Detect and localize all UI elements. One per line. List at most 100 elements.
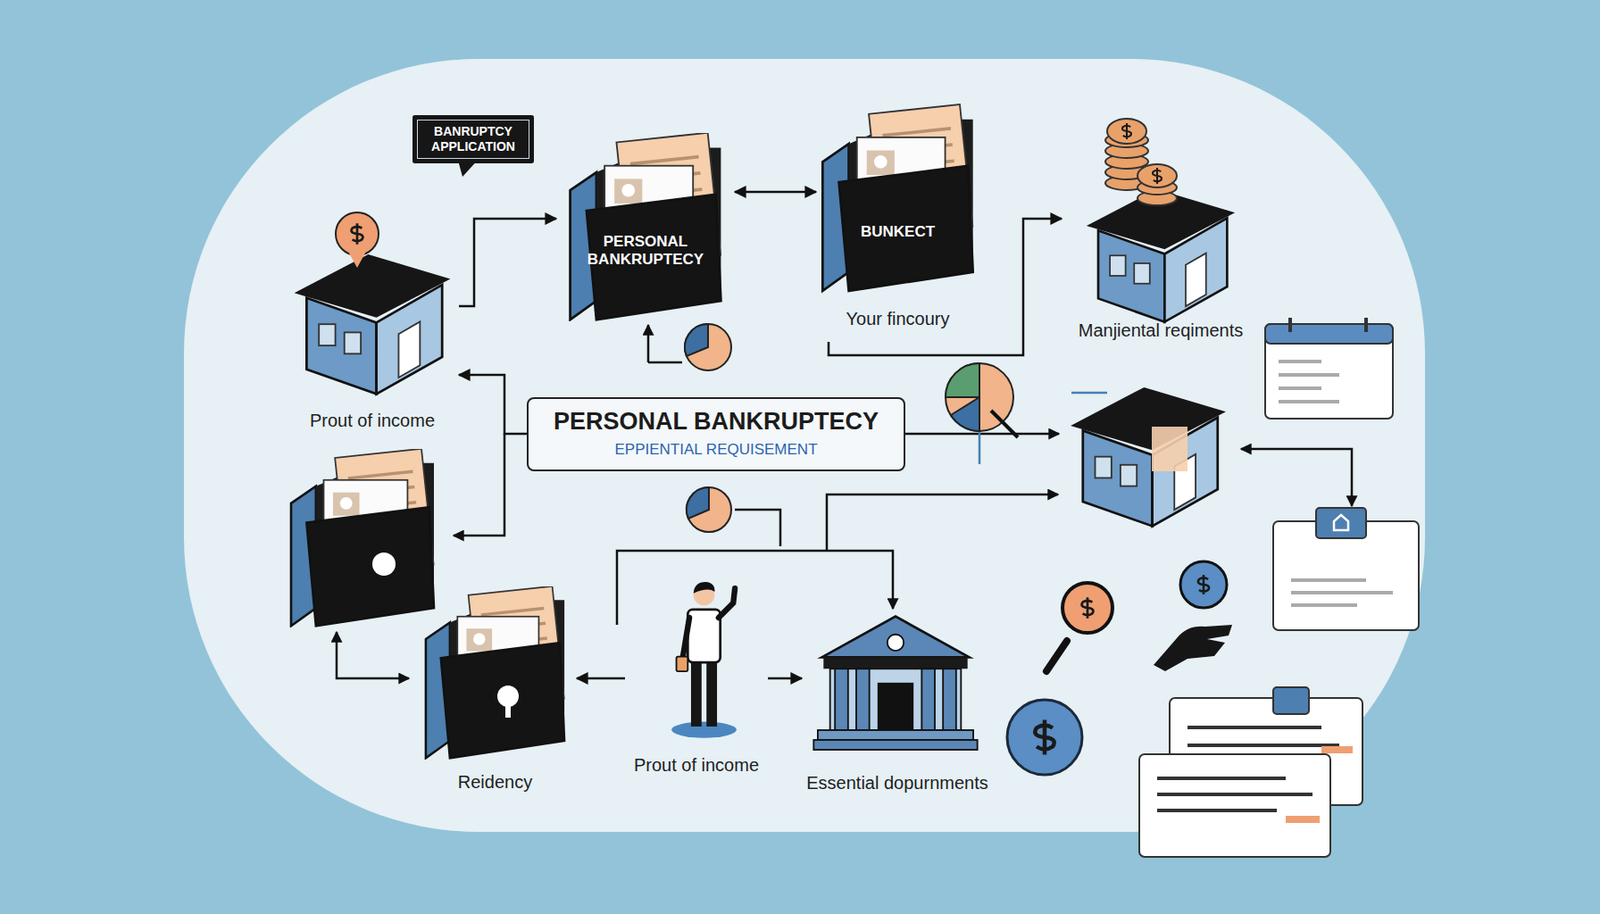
calendar-card	[1278, 361, 1340, 402]
folder-node: Reidency	[413, 586, 577, 796]
house-node: Prout of income	[285, 208, 459, 438]
background-panel	[183, 58, 1425, 833]
layout-lines	[1241, 449, 1352, 507]
pie-chart	[686, 487, 709, 519]
dollar-coin-icon	[1007, 700, 1083, 775]
pie-chart	[991, 410, 1018, 438]
house-icon	[1122, 123, 1132, 140]
icon-caption: Reidency	[458, 772, 533, 793]
pie-chart	[950, 397, 980, 432]
layout-lines	[336, 632, 409, 679]
connector-arrow	[767, 677, 802, 681]
document-stack	[1285, 816, 1320, 824]
icon-caption: Your fincoury	[846, 308, 950, 330]
house-icon	[294, 254, 451, 394]
hand-coin-icon	[1153, 625, 1233, 672]
hand-coin-icon	[1198, 575, 1209, 595]
document-card	[1316, 508, 1367, 539]
icon-caption: Essential dopurnments	[806, 773, 988, 794]
layout-lines	[647, 325, 650, 363]
document-stack	[1187, 727, 1340, 746]
house-icon	[346, 248, 368, 268]
pie-chart	[684, 324, 732, 371]
calendar-card	[1265, 317, 1393, 419]
layout-lines	[616, 550, 893, 625]
background-panel	[183, 58, 1425, 833]
pie-chart	[686, 487, 732, 533]
layout-lines	[1071, 391, 1108, 395]
document-stack	[1321, 746, 1353, 754]
magnifier-icon	[1046, 583, 1113, 672]
house-node: Manjiental reqiments	[1061, 122, 1260, 346]
house-icon	[1086, 189, 1235, 323]
house-icon	[1137, 164, 1177, 188]
document-card	[1333, 515, 1349, 531]
magnifier-icon	[1046, 641, 1067, 672]
connector-arrow	[458, 375, 527, 434]
house-icon	[1152, 167, 1162, 184]
folder-icon	[372, 552, 396, 576]
house-icon	[294, 212, 451, 394]
pie-chart	[945, 363, 1018, 438]
folder-icon	[822, 104, 973, 292]
box-text: BANRUPTCY APPLICATION	[423, 124, 524, 155]
pie-chart	[684, 324, 709, 357]
connector-arrow	[828, 218, 1062, 356]
title-box: PERSONAL BANKRUPTECY EPPIENTIAL REQUISEME…	[526, 397, 906, 472]
bank-node: Essential dopurnments	[801, 612, 993, 796]
hand-coin-icon	[1153, 561, 1233, 672]
folder-node: BUNKECT Your fincoury	[816, 96, 980, 342]
layout-lines	[734, 509, 781, 547]
person-node: Prout of income	[625, 576, 768, 792]
icon-caption: BUNKECT	[860, 223, 935, 242]
speech-bubble: BANRUPTCY APPLICATION	[412, 115, 534, 164]
pie-chart	[945, 363, 980, 398]
folder-icon	[570, 133, 722, 320]
pie-chart	[684, 324, 732, 371]
connector-arrow	[458, 218, 557, 307]
folder-icon	[570, 133, 722, 320]
folder-icon	[425, 586, 565, 759]
folder-icon	[822, 104, 973, 292]
icon-caption: Prout of income	[309, 410, 435, 432]
folder-icon	[425, 586, 565, 759]
house-icon	[1105, 118, 1177, 206]
box-text: EPPIENTIAL REQUISEMENT	[615, 441, 818, 459]
document-card	[1273, 508, 1419, 631]
folder-node: PERSONAL BANKRUPTECY	[556, 133, 735, 322]
document-card	[1291, 580, 1393, 606]
document-stack	[1139, 687, 1363, 858]
magnifier-icon	[1062, 583, 1113, 634]
dollar-coin-icon	[1007, 700, 1083, 775]
layout-lines	[903, 433, 1059, 436]
folder-icon	[291, 449, 434, 627]
person-icon	[671, 582, 737, 739]
house-icon	[1070, 387, 1226, 527]
icon-caption: Manjiental reqiments	[1078, 320, 1244, 342]
layout-lines	[648, 361, 683, 365]
layout-lines	[453, 433, 505, 536]
house-icon	[1086, 118, 1235, 323]
bank-icon	[813, 616, 977, 750]
document-stack	[1157, 778, 1313, 811]
layout-lines	[978, 431, 982, 465]
folder-icon	[505, 701, 511, 718]
connector-arrow	[734, 191, 817, 194]
house-icon	[1107, 118, 1147, 144]
magnifier-icon	[1082, 597, 1094, 618]
person-icon	[671, 582, 737, 739]
calendar-card	[1290, 317, 1367, 333]
document-stack	[1273, 687, 1309, 715]
folder-icon	[291, 449, 434, 627]
hand-coin-icon	[1180, 561, 1227, 609]
bank-icon	[813, 616, 977, 750]
document-stack	[1139, 754, 1331, 858]
dollar-coin-icon	[1034, 720, 1054, 756]
box-text: PERSONAL BANKRUPTECY	[553, 408, 879, 436]
connector-arrow	[576, 677, 625, 681]
house-icon	[1151, 426, 1188, 472]
calendar-card	[1265, 324, 1393, 419]
house-icon	[1070, 387, 1226, 527]
calendar-card	[1265, 324, 1393, 344]
